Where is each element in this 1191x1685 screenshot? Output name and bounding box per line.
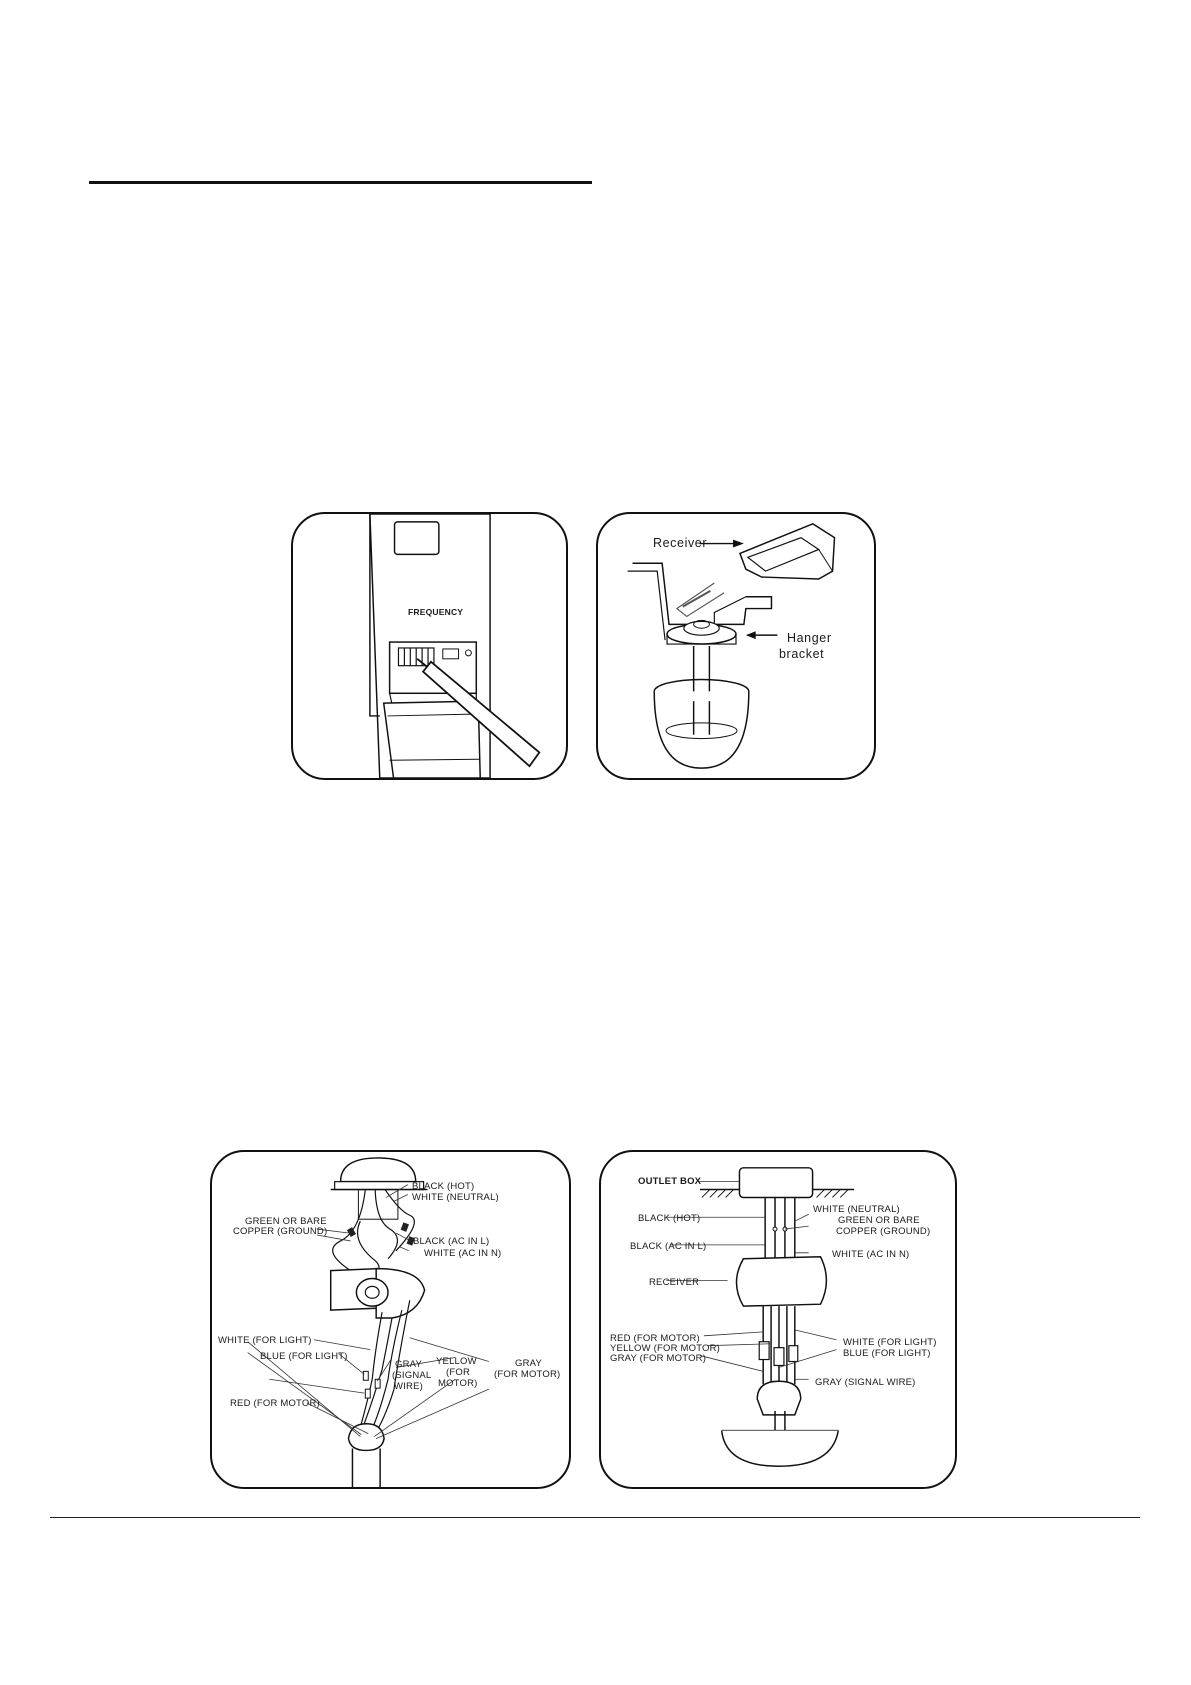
wiring-perspective-illustration <box>247 1157 489 1487</box>
fig3-gray-signal-line3: WIRE) <box>394 1381 423 1392</box>
hanger-label-line2: bracket <box>779 647 825 661</box>
fig4-receiver: RECEIVER <box>649 1277 700 1288</box>
receiver-label: Receiver <box>653 536 708 550</box>
fig3-yellow-line1: YELLOW <box>436 1356 477 1367</box>
fig3-white-neutral: WHITE (NEUTRAL) <box>412 1192 499 1203</box>
figure-remote-frequency: FREQUENCY <box>291 512 568 780</box>
wiring-schematic-illustration <box>666 1167 855 1467</box>
fig4-ground-line2: COPPER (GROUND) <box>836 1226 931 1237</box>
fig3-ground-line1: GREEN OR BARE <box>245 1216 327 1227</box>
fig4-black-ac-in-l: BLACK (AC IN L) <box>630 1241 707 1252</box>
fig4-gray-for-motor: GRAY (FOR MOTOR) <box>610 1353 707 1364</box>
fig4-outlet-box: OUTLET BOX <box>638 1176 702 1187</box>
hanger-label-line1: Hanger <box>787 631 832 645</box>
bracket-illustration <box>627 523 836 769</box>
fig4-red-for-motor: RED (FOR MOTOR) <box>610 1333 700 1344</box>
fig4-black-hot: BLACK (HOT) <box>638 1213 701 1224</box>
fig3-white-for-light: WHITE (FOR LIGHT) <box>218 1335 312 1346</box>
fig4-ground-line1: GREEN OR BARE <box>838 1215 920 1226</box>
fig3-red-for-motor: RED (FOR MOTOR) <box>230 1398 320 1409</box>
fig4-white-neutral: WHITE (NEUTRAL) <box>813 1204 900 1215</box>
fig3-yellow-line3: MOTOR) <box>438 1378 478 1389</box>
fig3-white-ac-in-n: WHITE (AC IN N) <box>424 1248 502 1259</box>
fig3-yellow-line2: (FOR <box>446 1367 471 1378</box>
fig3-gray-signal-line1: GRAY <box>395 1359 423 1370</box>
fig4-yellow-for-motor: YELLOW (FOR MOTOR) <box>610 1343 721 1354</box>
section-rule-top <box>89 181 592 184</box>
fig3-black-hot: BLACK (HOT) <box>412 1181 475 1192</box>
figure-receiver-bracket: Receiver Hanger bracket <box>596 512 876 780</box>
fig3-gray-signal-line2: (SIGNAL <box>392 1370 432 1381</box>
fig3-black-ac-in-l: BLACK (AC IN L) <box>413 1236 490 1247</box>
section-rule-bottom <box>50 1517 1140 1518</box>
figure-wiring-schematic: OUTLET BOX BLACK (HOT) WHITE (NEUTRAL) G… <box>599 1150 957 1489</box>
fig4-white-ac-in-n: WHITE (AC IN N) <box>832 1249 910 1260</box>
fig3-ground-line2: COPPER (GROUND) <box>233 1226 328 1237</box>
fig3-gray-motor-line1: GRAY <box>515 1358 543 1369</box>
fig4-gray-signal-wire: GRAY (SIGNAL WIRE) <box>815 1377 916 1388</box>
figure-wiring-perspective: BLACK (HOT) WHITE (NEUTRAL) GREEN OR BAR… <box>210 1150 571 1489</box>
remote-illustration <box>369 514 541 778</box>
fig4-white-for-light: WHITE (FOR LIGHT) <box>843 1337 937 1348</box>
fig3-gray-motor-line2: (FOR MOTOR) <box>494 1369 561 1380</box>
frequency-label: FREQUENCY <box>408 607 464 617</box>
fig4-blue-for-light: BLUE (FOR LIGHT) <box>843 1348 931 1359</box>
fig3-blue-for-light: BLUE (FOR LIGHT) <box>260 1351 348 1362</box>
